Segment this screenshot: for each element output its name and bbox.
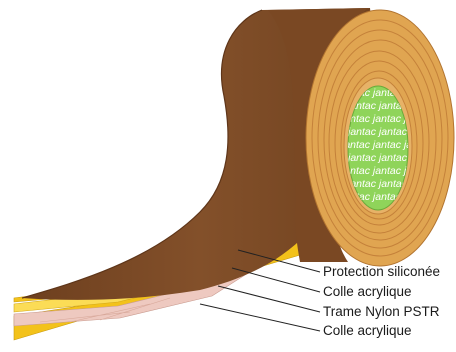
leader-line-4	[200, 304, 320, 331]
leader-line-3	[218, 286, 320, 312]
leader-line-2	[232, 268, 320, 292]
label-colle-acrylique-2: Colle acrylique	[323, 323, 412, 338]
layer-labels: Protection siliconée Colle acrylique Tra…	[323, 264, 440, 338]
label-protection-siliconee: Protection siliconée	[323, 264, 440, 279]
label-colle-acrylique-1: Colle acrylique	[323, 284, 412, 299]
label-trame-nylon: Trame Nylon PSTR	[323, 304, 440, 319]
